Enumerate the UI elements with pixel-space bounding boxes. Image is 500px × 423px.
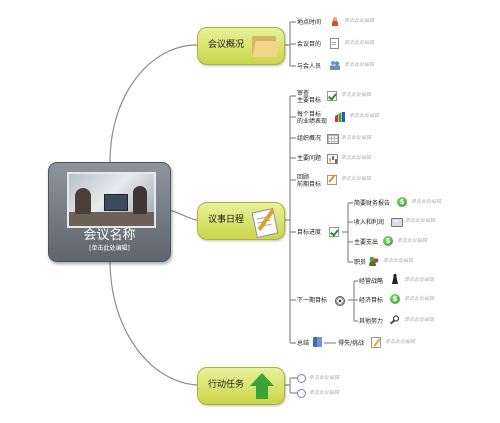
edit-placeholder[interactable]: 单击此处编辑 (411, 199, 442, 205)
dollar-icon (397, 197, 407, 207)
edit-placeholder[interactable]: 单击此处编辑 (385, 339, 416, 345)
connector-next-children (348, 280, 358, 322)
magnifier-icon (390, 315, 400, 325)
branch-label: 会议概况 (208, 40, 245, 50)
meeting-photo-icon (67, 172, 156, 228)
action-item-radio[interactable] (297, 374, 306, 383)
node-business-strategy[interactable]: 经营战略 (359, 278, 384, 285)
edit-placeholder[interactable]: 单击此处编辑 (344, 62, 375, 68)
node-goal-progress[interactable]: 目标进度 (297, 229, 322, 236)
edit-placeholder[interactable]: 单击此处编辑 (383, 258, 414, 264)
connector-central-agenda (167, 209, 198, 221)
edit-placeholder[interactable]: 单击此处编辑 (344, 40, 375, 46)
folder-icon (252, 33, 280, 59)
edit-placeholder[interactable]: 单击此处编辑 (344, 18, 375, 24)
edit-placeholder[interactable]: 单击此处编辑 (349, 113, 380, 119)
check-icon (329, 227, 339, 237)
edit-placeholder[interactable]: 单击此处编辑 (341, 176, 372, 182)
target-icon (335, 296, 345, 306)
edit-icon (327, 175, 337, 185)
central-topic[interactable]: 会议名称 [单击此处编辑] (48, 162, 171, 262)
branch-meeting-overview[interactable]: 会议概况 (197, 27, 285, 65)
connector-progress-children (342, 202, 353, 263)
central-title: 会议名称 (83, 228, 136, 243)
node-meeting-purpose[interactable]: 会议目的 (297, 41, 322, 48)
node-org-overview[interactable]: 组织概况 (297, 135, 322, 142)
edit-placeholder[interactable]: 单击此处编辑 (309, 375, 340, 381)
edit-placeholder[interactable]: 单击此处编辑 (404, 277, 435, 283)
node-staff[interactable]: 职员 (354, 259, 367, 266)
node-financial-report[interactable]: 简要财务报告 (354, 200, 391, 207)
node-review-previous-goals[interactable]: 回顾 前期目标 (297, 174, 322, 188)
node-location-time[interactable]: 地点时间 (297, 19, 322, 26)
node-next-goals[interactable]: 下一期目标 (297, 297, 328, 304)
edit-placeholder[interactable]: 单击此处编辑 (397, 238, 428, 244)
branch-agenda[interactable]: 议事日程 (197, 202, 285, 240)
node-summary[interactable]: 总结 (297, 340, 310, 347)
edit-placeholder[interactable]: 单击此处编辑 (309, 390, 340, 396)
person-icon (330, 16, 340, 26)
chess-icon (392, 274, 398, 284)
staff-icon (369, 256, 379, 266)
node-other-efforts[interactable]: 其他努力 (359, 318, 384, 325)
book-icon (313, 337, 322, 347)
branch-action-items[interactable]: 行动任务 (197, 367, 285, 405)
branch-label: 行动任务 (208, 380, 245, 390)
check-icon (327, 91, 337, 101)
dollar-icon (390, 294, 400, 304)
up-arrow-icon (250, 373, 274, 399)
pencil-icon (371, 337, 381, 348)
edit-placeholder[interactable]: 单击此处编辑 (341, 155, 372, 161)
node-attendees[interactable]: 与会人员 (297, 63, 322, 70)
node-goal-performance[interactable]: 每个目标 的业绩表现 (297, 111, 328, 125)
node-main-expenses[interactable]: 主要支出 (354, 239, 379, 246)
document-icon (330, 38, 339, 49)
edit-placeholder[interactable]: 单击此处编辑 (404, 296, 435, 302)
node-review-goals[interactable]: 审查 主要目标 (297, 90, 322, 104)
central-subtitle: [单击此处编辑] (89, 245, 130, 252)
connector-overview-children (283, 21, 296, 67)
edit-placeholder[interactable]: 单击此处编辑 (341, 135, 372, 141)
bars-icon (327, 154, 338, 164)
branch-label: 议事日程 (208, 215, 245, 225)
edit-placeholder[interactable]: 单击此处编辑 (341, 92, 372, 98)
node-gains-challenges[interactable]: 得失/挑战 (338, 340, 365, 347)
connector-central-overview (109, 44, 198, 163)
action-item-radio[interactable] (297, 389, 306, 398)
connector-agenda-children (283, 95, 296, 344)
node-main-issues[interactable]: 主要问题 (297, 155, 322, 162)
dollar-icon (383, 236, 393, 246)
grid-icon (327, 134, 339, 144)
node-economic-goals[interactable]: 经济目标 (359, 297, 384, 304)
people-icon (330, 60, 340, 70)
edit-placeholder[interactable]: 单击此处编辑 (405, 218, 436, 224)
connector-action-children (283, 377, 297, 394)
calculator-icon (391, 218, 403, 227)
connector-central-action (109, 259, 198, 386)
chart-icon (335, 112, 345, 122)
edit-placeholder[interactable]: 单击此处编辑 (404, 317, 435, 323)
node-income-profit[interactable]: 收入和利润 (354, 219, 385, 226)
paper-pen-icon (251, 207, 279, 239)
